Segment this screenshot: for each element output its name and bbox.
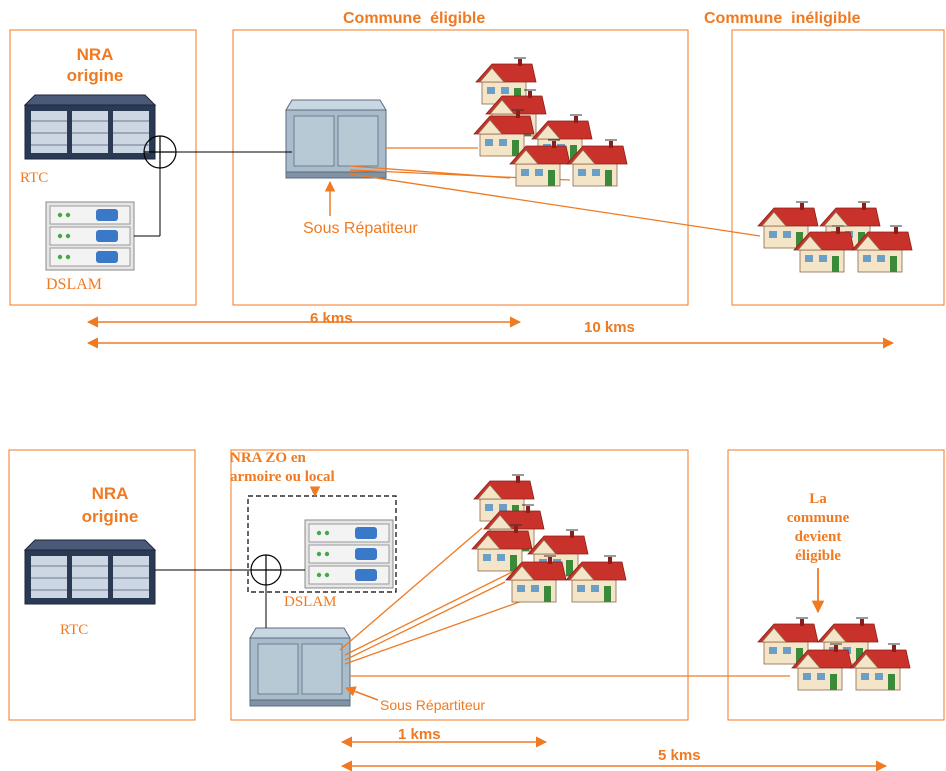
nrazo-line2: armoire ou local — [230, 469, 335, 485]
bottom-subrep-label: Sous Répartiteur — [380, 697, 486, 713]
top-nra-title-1: NRA — [76, 45, 114, 64]
top-ineligible-box — [731, 29, 945, 306]
commune-line4: éligible — [795, 548, 841, 564]
dslam-rack-icon — [45, 201, 135, 271]
bottom-dist-short: 1 kms — [398, 726, 441, 743]
bottom-dslam-label: DSLAM — [284, 594, 337, 610]
bottom-dist-long: 5 kms — [658, 747, 701, 764]
bottom-rtc-label: RTC — [60, 622, 89, 638]
top-nra-box — [9, 29, 197, 306]
commune-line3: devient — [794, 529, 842, 545]
dslam-rack-icon — [304, 519, 394, 589]
top-dslam-label: DSLAM — [46, 276, 103, 293]
rtc-switch-icon — [24, 539, 156, 605]
nrazo-dashed-box — [247, 495, 397, 593]
bottom-nra-title-1: NRA — [91, 484, 129, 503]
bottom-nra-title-2: origine — [81, 507, 139, 526]
top-eligible-title: Commune éligible — [343, 10, 486, 27]
top-dist-long: 10 kms — [584, 319, 635, 336]
nrazo-line1: NRA ZO en — [230, 450, 306, 466]
bottom-eligible-box — [230, 449, 689, 721]
commune-line1: La — [809, 491, 827, 507]
top-nra-title-2: origine — [66, 66, 124, 85]
commune-line2: commune — [786, 510, 850, 526]
cabinet-icon — [249, 627, 351, 707]
bottom-nra-box — [8, 449, 196, 721]
bottom-commune-box — [727, 449, 945, 721]
cabinet-icon — [285, 99, 387, 179]
top-ineligible-title: Commune inéligible — [704, 10, 861, 27]
rtc-switch-icon — [24, 94, 156, 160]
top-eligible-box — [232, 29, 689, 306]
top-subrep-label: Sous Répatiteur — [303, 220, 418, 237]
top-dist-short: 6 kms — [310, 310, 353, 327]
top-rtc-label: RTC — [20, 170, 49, 186]
